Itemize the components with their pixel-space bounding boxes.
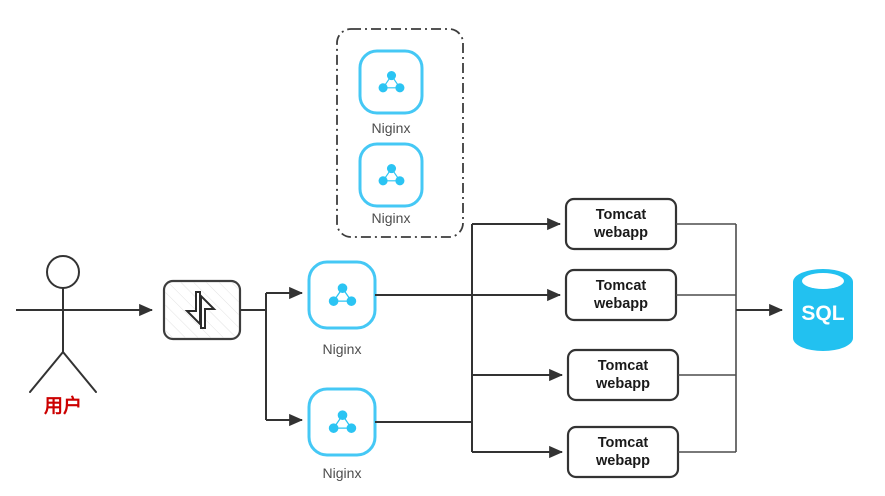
tomcat-webapp-line2: webapp xyxy=(595,376,650,392)
edge-lb-to-nginx xyxy=(240,286,304,427)
sql-database-label: SQL xyxy=(801,302,844,325)
active-nginx-node-1[interactable]: Niginx xyxy=(307,260,377,357)
active-nginx-node-2[interactable]: Niginx xyxy=(307,387,377,481)
bidirectional-arrows-icon xyxy=(184,291,217,329)
load-balancer[interactable] xyxy=(162,279,242,341)
tomcat-webapp-line1: Tomcat xyxy=(596,207,647,223)
standby-nginx-label-1: Niginx xyxy=(372,120,411,136)
tomcat-webapp-line1: Tomcat xyxy=(598,435,649,451)
database-cylinder-icon xyxy=(793,269,853,351)
user-actor[interactable]: 用户 xyxy=(19,255,107,417)
sql-database[interactable]: SQL xyxy=(793,269,853,351)
tomcat-webapp-4[interactable]: Tomcat webapp xyxy=(566,425,680,479)
standby-nginx-label-2: Niginx xyxy=(372,210,411,226)
active-nginx-label-2: Niginx xyxy=(323,465,362,481)
active-nginx-label-1: Niginx xyxy=(323,341,362,357)
standby-nginx-group: Niginx Niginx xyxy=(336,28,464,238)
standby-nginx-node-2[interactable]: Niginx xyxy=(358,142,424,226)
standby-nginx-node-1[interactable]: Niginx xyxy=(358,49,424,136)
tomcat-webapp-line1: Tomcat xyxy=(596,278,647,294)
tomcat-webapp-line1: Tomcat xyxy=(598,358,649,374)
tomcat-webapp-line2: webapp xyxy=(595,453,650,469)
tomcat-webapp-2[interactable]: Tomcat webapp xyxy=(564,268,678,322)
user-actor-label: 用户 xyxy=(44,394,82,417)
tomcat-webapp-3[interactable]: Tomcat webapp xyxy=(566,348,680,402)
edge-tomcats-to-database xyxy=(676,223,784,453)
tomcat-webapp-line2: webapp xyxy=(593,296,648,312)
tomcat-webapp-1[interactable]: Tomcat webapp xyxy=(564,197,678,251)
tomcat-webapp-line2: webapp xyxy=(593,225,648,241)
edge-nginx-to-tomcats xyxy=(375,217,564,459)
